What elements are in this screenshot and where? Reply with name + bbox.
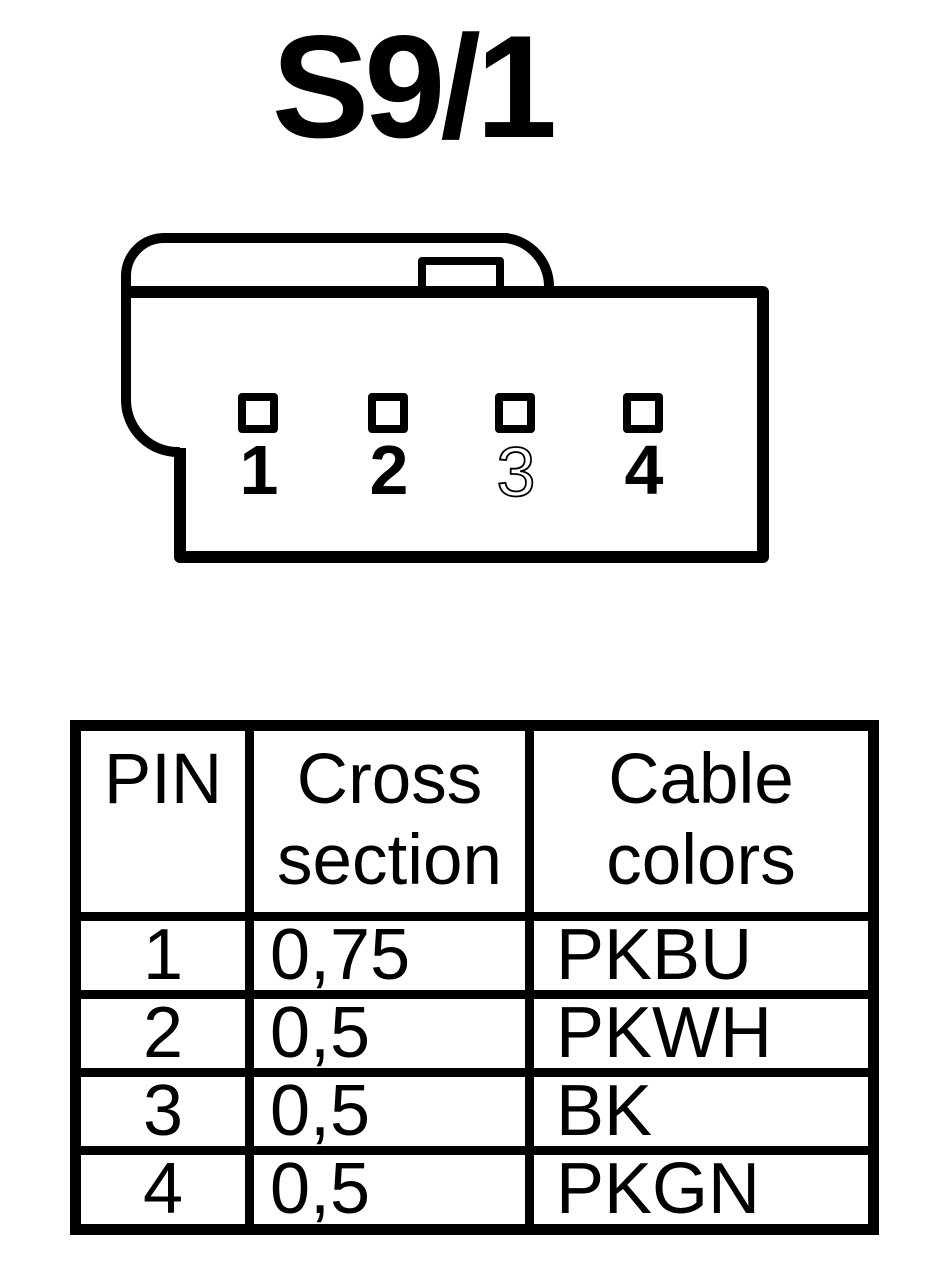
pin-slot-1 <box>238 393 278 433</box>
header-pin: PIN <box>71 721 254 921</box>
pin-cell: 4 <box>71 1146 254 1234</box>
table-row: 2 0,5 PKWH <box>71 990 878 1077</box>
pin-slot-2 <box>368 393 408 433</box>
cable-color-cell: PKBU <box>525 912 878 999</box>
pinout-table-header: PIN Cross section Cable colors <box>71 721 878 921</box>
connector-latch <box>418 257 504 291</box>
table-row: 3 0,5 BK <box>71 1068 878 1155</box>
pinout-table: PIN Cross section Cable colors 1 0,75 PK… <box>70 720 879 1235</box>
connector-shell <box>121 233 555 458</box>
cable-color-cell: PKGN <box>525 1146 878 1234</box>
pin-cell: 1 <box>71 912 254 999</box>
connector-title: S9/1 <box>271 5 557 168</box>
connector-diagram: 1 2 3 4 <box>121 233 769 563</box>
table-row: 1 0,75 PKBU <box>71 912 878 999</box>
header-cross-section: Cross section <box>245 721 534 921</box>
pin-slot-4 <box>623 393 663 433</box>
pin-label-2: 2 <box>370 431 409 509</box>
cross-section-cell: 0,5 <box>245 1146 534 1234</box>
header-pin-label: PIN <box>103 740 223 819</box>
cross-section-cell: 0,5 <box>245 990 534 1077</box>
pin-label-4: 4 <box>625 431 664 509</box>
cable-color-cell: PKWH <box>525 990 878 1077</box>
table-row: 4 0,5 PKGN <box>71 1146 878 1234</box>
pin-label-1: 1 <box>240 431 279 509</box>
pin-slot-3 <box>495 393 535 433</box>
pin-cell: 3 <box>71 1068 254 1155</box>
pin-label-3: 3 <box>497 433 536 511</box>
cross-section-cell: 0,5 <box>245 1068 534 1155</box>
header-row: PIN Cross section Cable colors <box>71 721 878 921</box>
cable-color-cell: BK <box>525 1068 878 1155</box>
header-cable-colors: Cable colors <box>525 721 878 921</box>
cross-section-cell: 0,75 <box>245 912 534 999</box>
pin-cell: 2 <box>71 990 254 1077</box>
connector-body <box>121 286 769 563</box>
